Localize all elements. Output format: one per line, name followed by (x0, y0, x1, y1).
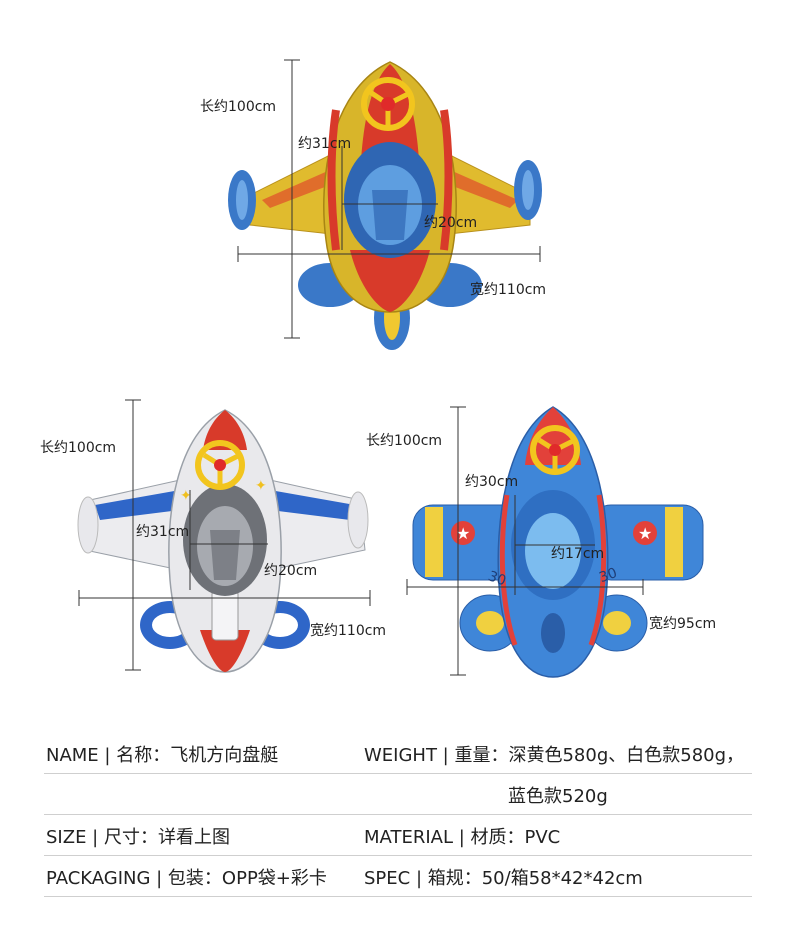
spec-material: MATERIAL | 材质：PVC (364, 827, 561, 848)
dim-length-label: 长约100cm (366, 433, 443, 449)
svg-text:★: ★ (456, 524, 470, 543)
product-blue-plane: ★ ★ 30 30 长约100cm 约30cm 约17cm 宽约 (366, 395, 790, 695)
spec-row-packaging-spec: PACKAGING | 包装：OPP袋+彩卡 SPEC | 箱规：50/箱58*… (44, 856, 752, 897)
spec-row-size-material: SIZE | 尺寸：详看上图 MATERIAL | 材质：PVC (44, 815, 752, 856)
product-white-plane: ✦ ✦ 长约100cm 约31cm 约20cm 宽约110cm (0, 380, 395, 700)
product-yellow-plane: 长约100cm 约31cm 约20cm 宽约110cm (0, 0, 790, 360)
spec-size: SIZE | 尺寸：详看上图 (46, 827, 230, 848)
white-plane-illustration: ✦ ✦ (77, 399, 371, 673)
svg-text:30: 30 (597, 565, 619, 586)
svg-text:★: ★ (638, 524, 652, 543)
dim-seat-length-label: 约31cm (298, 136, 352, 152)
spec-name: NAME | 名称：飞机方向盘艇 (46, 745, 279, 766)
svg-text:✦: ✦ (180, 488, 192, 504)
svg-text:30: 30 (486, 568, 508, 589)
dim-seat-width-label: 约20cm (424, 215, 478, 231)
dim-seat-length-label: 约30cm (465, 474, 519, 490)
spec-packaging: PACKAGING | 包装：OPP袋+彩卡 (46, 868, 327, 889)
dim-length-label: 长约100cm (40, 440, 117, 456)
spec-row-weight-cont: 蓝色款520g (44, 774, 752, 815)
dim-seat-width-label: 约20cm (264, 563, 318, 579)
yellow-plane-illustration (228, 59, 542, 350)
spec-weight-continued: 蓝色款520g (508, 786, 608, 807)
spec-row-name-weight: NAME | 名称：飞机方向盘艇 WEIGHT | 重量：深黄色580g、白色款… (44, 733, 752, 774)
spec-weight: WEIGHT | 重量：深黄色580g、白色款580g， (364, 745, 745, 766)
spec-table: NAME | 名称：飞机方向盘艇 WEIGHT | 重量：深黄色580g、白色款… (44, 733, 752, 897)
dim-length-label: 长约100cm (200, 99, 277, 115)
dim-width-label: 宽约110cm (310, 623, 387, 639)
svg-text:✦: ✦ (255, 478, 267, 494)
dim-width-label: 宽约95cm (649, 616, 717, 632)
dim-seat-width-label: 约17cm (551, 546, 605, 562)
blue-plane-illustration: ★ ★ 30 30 (406, 406, 704, 678)
dim-width-label: 宽约110cm (470, 282, 547, 298)
dim-seat-length-label: 约31cm (136, 524, 190, 540)
spec-carton: SPEC | 箱规：50/箱58*42*42cm (364, 868, 643, 889)
